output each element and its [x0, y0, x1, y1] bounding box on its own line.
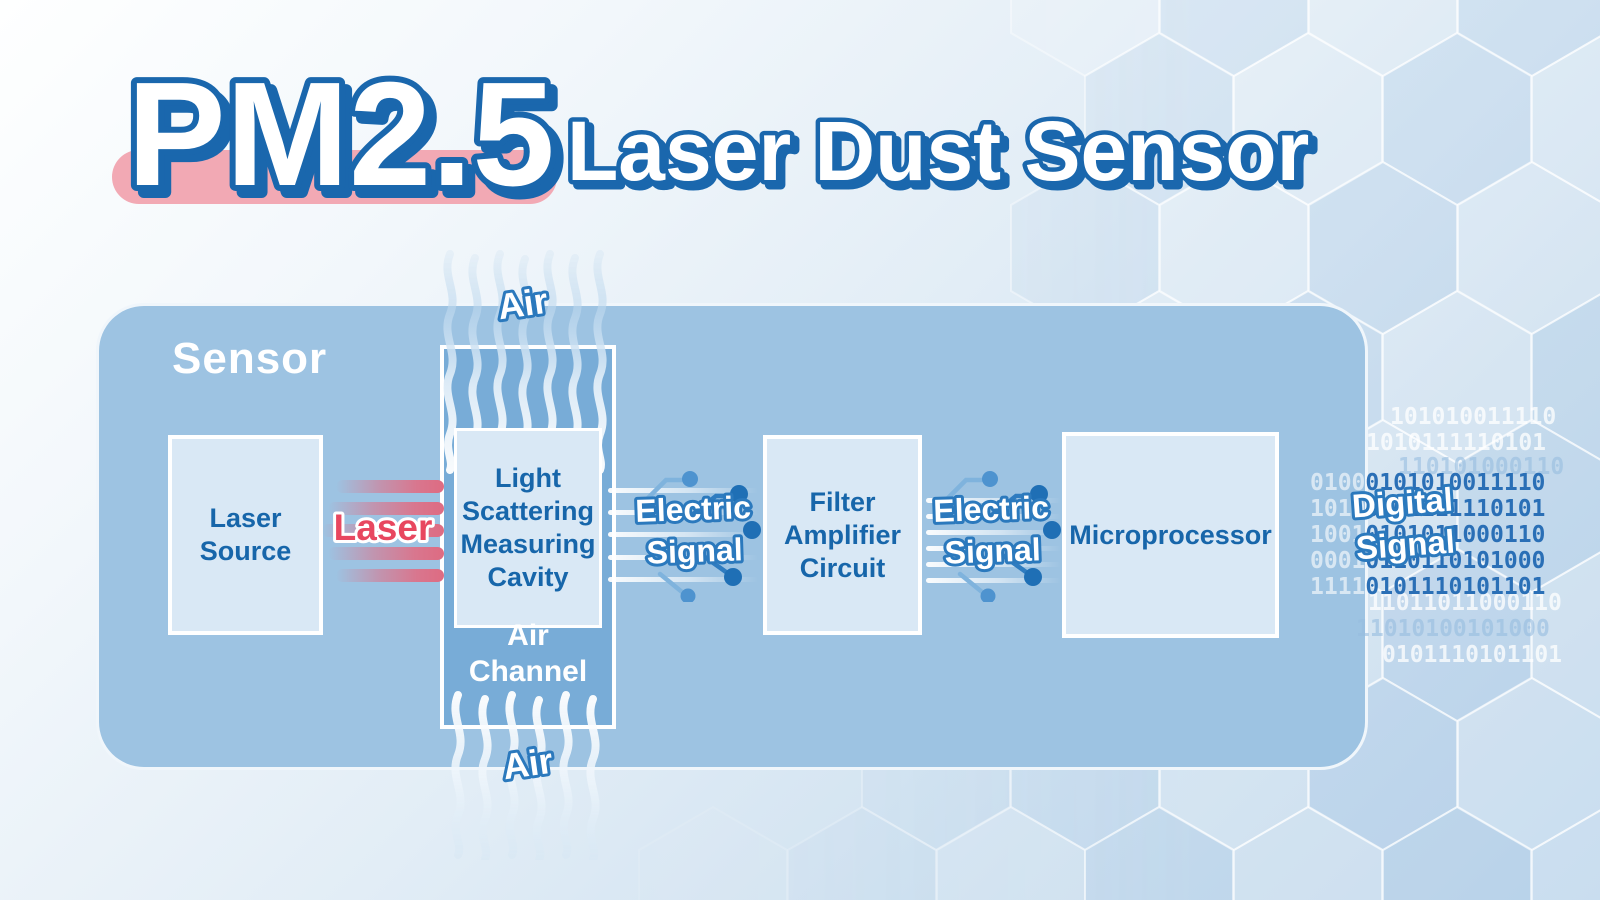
signal-bus-line [926, 562, 1061, 567]
signal-bus-line [608, 510, 758, 515]
light-scattering-cavity-label: Light Scattering Measuring Cavity [460, 463, 596, 592]
digital-signal-text: Digital [1351, 481, 1454, 525]
filter-amplifier-label: Filter Amplifier Circuit [783, 486, 902, 583]
page-title: PM2.5 PM2.5 Laser Dust Sensor Laser Dust… [121, 46, 1319, 230]
binary-row: 01000101010011110 [1310, 470, 1546, 496]
digital-signal-label: Digital Signal [1348, 478, 1459, 570]
binary-row: 11011011000110 [1368, 590, 1562, 616]
air-out-label: Air [497, 737, 558, 791]
binary-row: 11110101110101101 [1310, 574, 1546, 600]
signal-bus-line [608, 488, 758, 493]
signal-bus-line [926, 498, 1061, 503]
binary-row: 11010100101000 [1356, 616, 1550, 642]
microprocessor-box: Microprocessor [1062, 432, 1279, 638]
light-scattering-cavity-box: Light Scattering Measuring Cavity [454, 428, 602, 628]
electric-signal-text: Electric [933, 489, 1050, 529]
electric-signal-text: Signal [944, 531, 1041, 570]
microprocessor-label: Microprocessor [1069, 519, 1272, 550]
title-subtitle: Laser Dust Sensor [567, 104, 1309, 198]
signal-bus-line [608, 577, 758, 582]
air-channel-label: Air Channel [468, 619, 588, 688]
binary-row: 10100101111110101 [1310, 496, 1546, 522]
binary-row: 0101110101101 [1382, 642, 1563, 668]
laser-beam-icon [328, 547, 444, 560]
laser-text: Laser [334, 507, 433, 548]
signal-bus-line [926, 578, 1061, 583]
laser-beam-icon [336, 480, 444, 493]
laser-source-box: Laser Source [168, 435, 323, 635]
digital-signal-text: Signal [1355, 523, 1456, 567]
electric-signal-text: Signal [646, 531, 743, 570]
air-in-label: Air [492, 277, 553, 331]
circuit-trace-icon [641, 471, 761, 602]
signal-bus-line [926, 546, 1061, 551]
binary-row: 00010110110101000 [1310, 548, 1546, 574]
laser-source-label: Laser Source [199, 503, 292, 566]
electric-signal-label-2: Electric Signal [930, 486, 1053, 574]
laser-beam-icon [336, 569, 444, 582]
filter-amplifier-box: Filter Amplifier Circuit [763, 435, 922, 635]
laser-flow-label: Laser [331, 504, 436, 551]
signal-bus-line [608, 555, 758, 560]
title-pink-highlight [112, 150, 557, 204]
title-subtitle-shadow: Laser Dust Sensor [572, 109, 1314, 203]
air-in-text: Air [495, 280, 550, 328]
binary-row: 10010101011000110 [1310, 522, 1546, 548]
binary-row: 101010011110 [1390, 404, 1557, 430]
signal-bus-line [608, 532, 758, 537]
air-out-text: Air [500, 740, 555, 788]
signal-bus-line [926, 530, 1061, 535]
binary-row: 1010111110101 [1366, 430, 1547, 456]
electric-signal-label-1: Electric Signal [632, 486, 755, 574]
electric-signal-text: Electric [635, 489, 752, 529]
binary-row: 110101000110 [1398, 454, 1565, 480]
laser-beam-icon [322, 524, 444, 537]
title-pm25-shadow: PM2.5 [134, 59, 562, 224]
circuit-trace-icon [941, 471, 1061, 602]
sensor-label: Sensor [172, 334, 328, 383]
title-pm25: PM2.5 [127, 52, 555, 217]
laser-beam-icon [328, 502, 444, 515]
